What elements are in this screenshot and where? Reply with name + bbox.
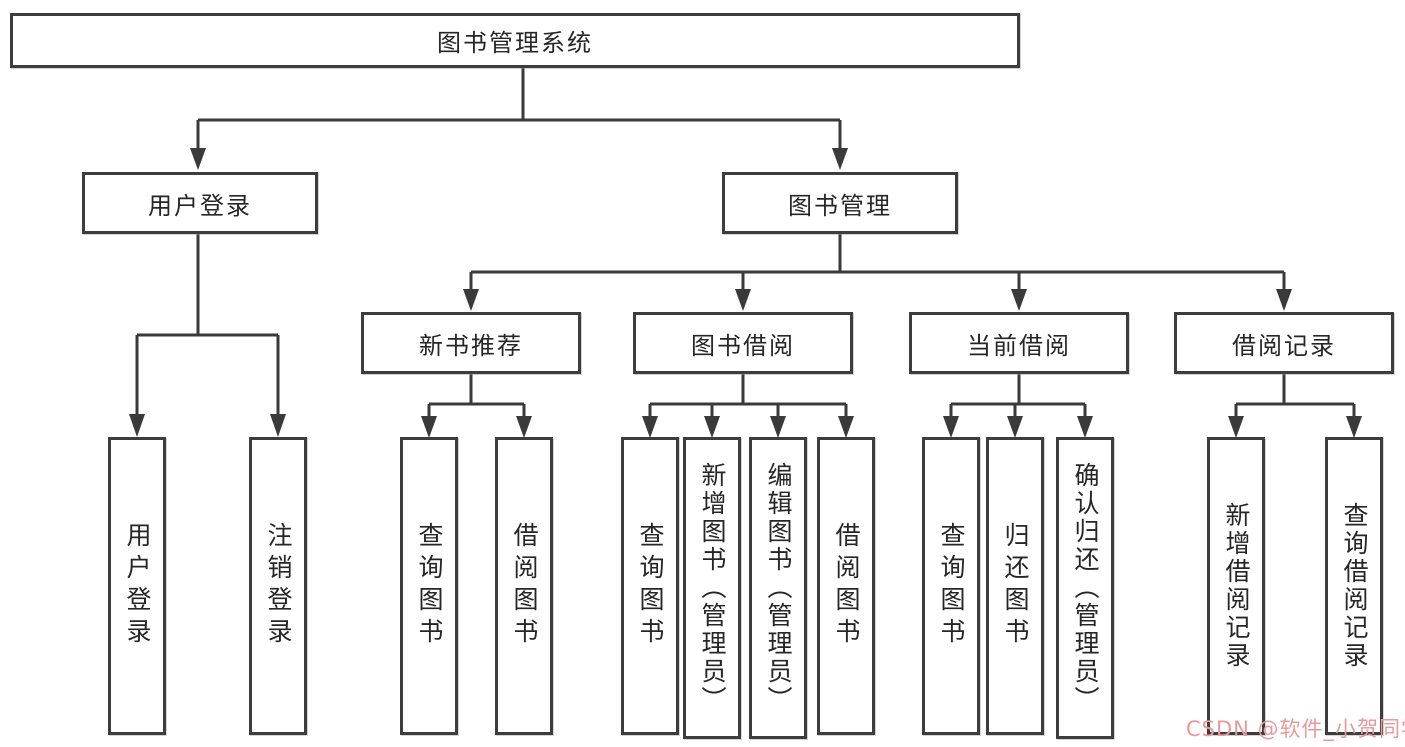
node-new-book-recommendation: 新书推荐 bbox=[361, 312, 581, 374]
watermark-text: CSDN @软件_小贺同学 bbox=[1186, 717, 1405, 741]
node-leaf-query-borrow-record: 查询借阅记录 bbox=[1325, 437, 1383, 735]
node-leaf-query-books-1: 查询图书 bbox=[400, 437, 458, 735]
node-leaf-borrow-books-1: 借阅图书 bbox=[495, 437, 553, 735]
node-leaf-query-books-3: 查询图书 bbox=[922, 437, 980, 735]
node-leaf-confirm-return-admin: 确认归还（管理员） bbox=[1056, 437, 1114, 739]
node-leaf-add-borrow-record: 新增借阅记录 bbox=[1207, 437, 1265, 735]
node-leaf-query-books-2: 查询图书 bbox=[621, 437, 679, 735]
node-current-borrowing: 当前借阅 bbox=[909, 312, 1129, 374]
node-leaf-edit-book-admin: 编辑图书（管理员） bbox=[749, 437, 807, 739]
node-leaf-borrow-books-2: 借阅图书 bbox=[817, 437, 875, 735]
node-leaf-user-login: 用户登录 bbox=[108, 437, 166, 735]
node-leaf-add-book-admin: 新增图书（管理员） bbox=[683, 437, 741, 739]
node-borrowing-records: 借阅记录 bbox=[1174, 312, 1394, 374]
node-leaf-logout: 注销登录 bbox=[249, 437, 307, 735]
node-leaf-return-books: 归还图书 bbox=[986, 437, 1044, 735]
node-library-management-system: 图书管理系统 bbox=[10, 13, 1020, 68]
node-book-borrowing: 图书借阅 bbox=[633, 312, 853, 374]
node-user-login: 用户登录 bbox=[82, 172, 318, 234]
node-book-management: 图书管理 bbox=[722, 172, 958, 234]
